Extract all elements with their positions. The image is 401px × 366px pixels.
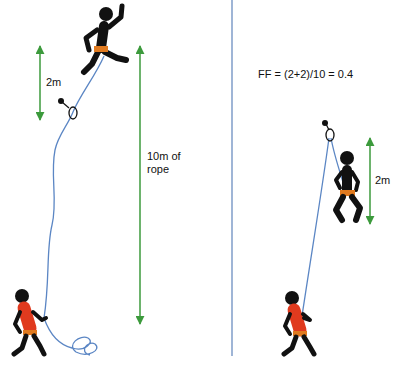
separator-line (231, 0, 233, 356)
belayer-figure (14, 289, 46, 354)
dimension-arrow (139, 46, 141, 324)
rope (302, 138, 329, 316)
carabiner (69, 107, 77, 119)
climber-figure (84, 6, 126, 72)
dimension-arrow (39, 46, 41, 120)
rope-coil (44, 318, 97, 355)
rope (331, 138, 346, 192)
dimension-label: 2m (46, 76, 61, 89)
dimension-label: 2m (375, 174, 390, 187)
dimension-label: 10m of rope (147, 150, 193, 176)
formula-label: FF = (2+2)/10 = 0.4 (258, 68, 353, 81)
quickdraw (62, 102, 69, 108)
belayer-figure (284, 291, 314, 354)
carabiner (326, 129, 334, 141)
rope (44, 56, 104, 318)
climber-figure (336, 151, 360, 220)
dimension-arrow (369, 138, 371, 224)
